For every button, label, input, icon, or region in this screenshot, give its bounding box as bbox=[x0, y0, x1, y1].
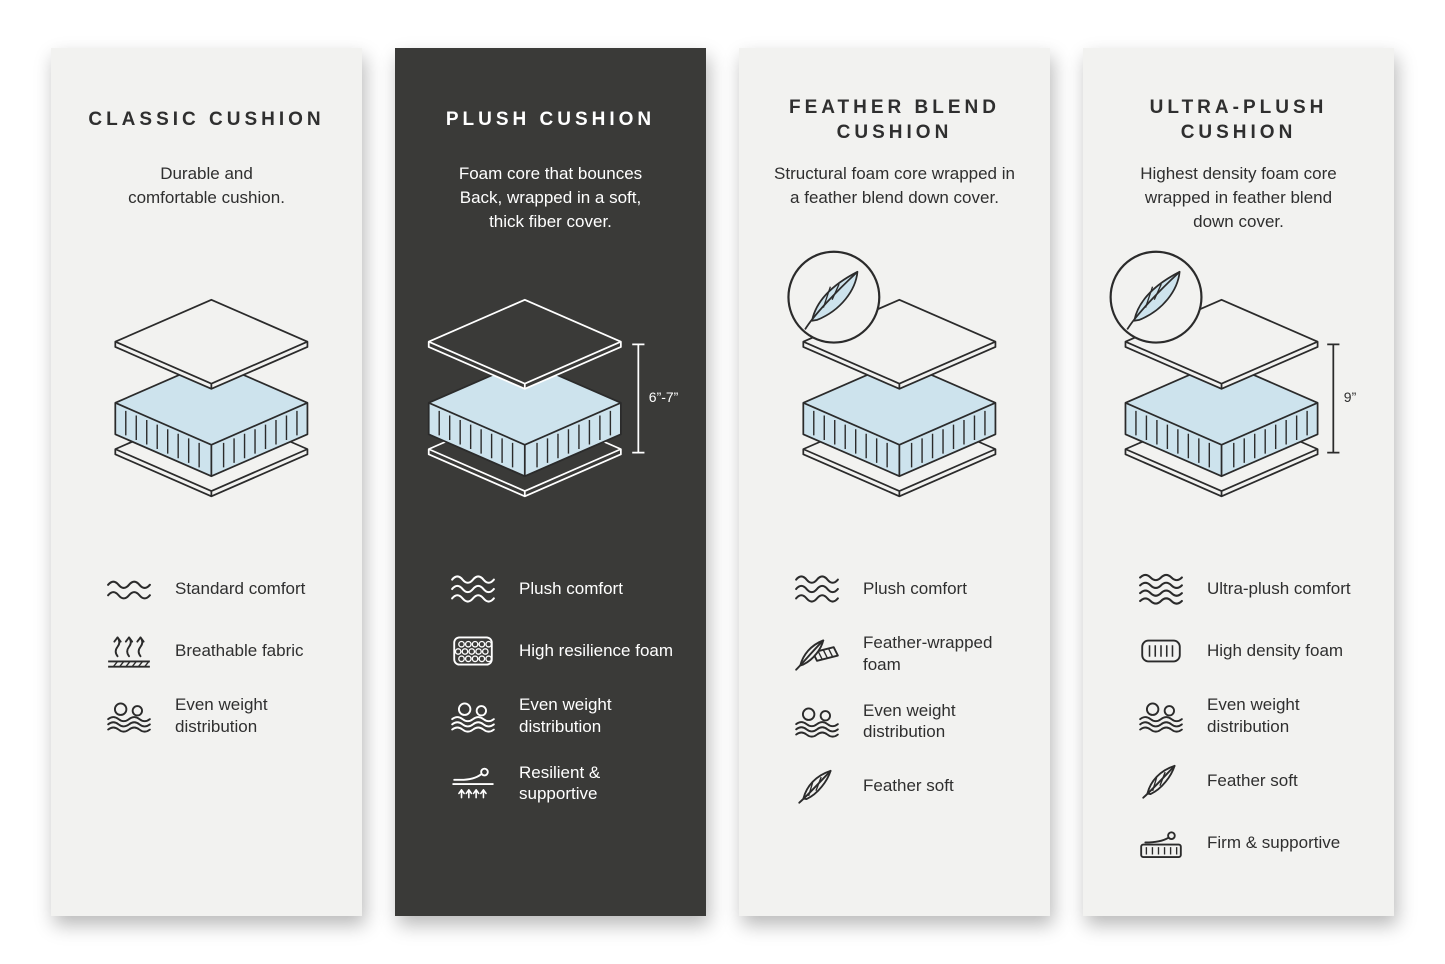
cushion-diagram bbox=[755, 250, 1035, 512]
waves-icon bbox=[449, 570, 497, 608]
feature-row: Even weight distribution bbox=[793, 700, 1026, 744]
feature-label: Ultra-plush comfort bbox=[1207, 579, 1351, 599]
resilient-supportive-icon bbox=[449, 764, 497, 802]
feature-label: Resilient & supportive bbox=[519, 762, 601, 804]
feather-badge-icon bbox=[787, 251, 879, 343]
feature-row: Even weight distribution bbox=[105, 694, 338, 738]
panel-title: PLUSH CUSHION bbox=[445, 109, 656, 131]
feature-row: Firm & supportive bbox=[1137, 824, 1370, 862]
cushion-stack-illustration bbox=[114, 299, 307, 497]
feature-row: Standard comfort bbox=[105, 570, 338, 608]
cushion-stack-illustration: 9” bbox=[1110, 251, 1356, 497]
feature-label: Even weight distribution bbox=[519, 695, 612, 736]
feature-label: Firm & supportive bbox=[1207, 832, 1341, 852]
feature-row: Even weight distribution bbox=[1137, 694, 1370, 738]
feature-label: Even weight distribution bbox=[1207, 695, 1300, 736]
panel-title: CLASSIC CUSHION bbox=[88, 109, 325, 131]
feature-label: Feather soft bbox=[863, 776, 954, 796]
panel-title: ULTRA-PLUSH CUSHION bbox=[1149, 96, 1328, 143]
feature-list: Ultra-plush comfort High density foam Ev… bbox=[1107, 570, 1370, 862]
cushion-diagram: 9” bbox=[1099, 250, 1379, 512]
feature-row: High resilience foam bbox=[449, 632, 682, 670]
waves-icon bbox=[1137, 570, 1185, 608]
feather-icon bbox=[1137, 762, 1185, 800]
feature-label: Plush comfort bbox=[519, 579, 623, 599]
feather-wrapped-foam-icon bbox=[793, 635, 841, 673]
feature-label: Standard comfort bbox=[175, 579, 306, 599]
waves-icon bbox=[793, 570, 841, 608]
feature-row: Feather-wrapped foam bbox=[793, 632, 1026, 676]
breathable-fabric-icon bbox=[105, 632, 153, 670]
panel-classic-cushion: CLASSIC CUSHION Durable and comfortable … bbox=[51, 48, 362, 916]
cushion-stack-illustration bbox=[787, 251, 995, 497]
feature-row: High density foam bbox=[1137, 632, 1370, 670]
feature-row: Plush comfort bbox=[793, 570, 1026, 608]
feature-label: High resilience foam bbox=[519, 641, 674, 661]
feature-label: Even weight distribution bbox=[863, 700, 956, 742]
resilience-foam-icon bbox=[449, 632, 497, 670]
panel-feather-blend-cushion: FEATHER BLEND CUSHION Structural foam co… bbox=[739, 48, 1050, 916]
feature-label: Breathable fabric bbox=[175, 641, 304, 661]
measurement-bracket bbox=[1326, 343, 1339, 454]
feather-icon bbox=[793, 767, 841, 805]
feature-list: Standard comfort Breathable fabric Even … bbox=[75, 570, 338, 738]
feature-row: Feather soft bbox=[1137, 762, 1370, 800]
cushion-comparison-board: CLASSIC CUSHION Durable and comfortable … bbox=[51, 48, 1394, 916]
feature-row: Plush comfort bbox=[449, 570, 682, 608]
weight-distribution-icon bbox=[449, 697, 497, 735]
feature-label: Plush comfort bbox=[863, 579, 967, 599]
feature-label: Feather-wrapped foam bbox=[863, 633, 993, 674]
panel-plush-cushion: PLUSH CUSHION Foam core that bounces Bac… bbox=[395, 48, 706, 916]
measurement-label: 6”-7” bbox=[648, 389, 678, 405]
measurement-label: 9” bbox=[1343, 389, 1356, 405]
feature-row: Even weight distribution bbox=[449, 694, 682, 738]
weight-distribution-icon bbox=[1137, 697, 1185, 735]
panel-title: FEATHER BLEND CUSHION bbox=[788, 96, 1001, 143]
feature-label: Feather soft bbox=[1207, 770, 1298, 790]
feature-row: Breathable fabric bbox=[105, 632, 338, 670]
feature-list: Plush comfort High resilience foam Even … bbox=[419, 570, 682, 805]
feature-row: Ultra-plush comfort bbox=[1137, 570, 1370, 608]
feather-badge-icon bbox=[1110, 251, 1201, 343]
cushion-diagram: 6”-7” bbox=[411, 250, 691, 512]
panel-description: Highest density foam core wrapped in fea… bbox=[1140, 164, 1337, 231]
weight-distribution-icon bbox=[793, 702, 841, 740]
cushion-diagram bbox=[67, 250, 347, 512]
feature-label: Even weight distribution bbox=[175, 695, 268, 736]
feature-row: Resilient & supportive bbox=[449, 762, 682, 806]
waves-icon bbox=[105, 570, 153, 608]
weight-distribution-icon bbox=[105, 697, 153, 735]
feature-list: Plush comfort Feather-wrapped foam Even … bbox=[763, 570, 1026, 805]
panel-description: Durable and comfortable cushion. bbox=[128, 164, 285, 207]
feature-row: Feather soft bbox=[793, 767, 1026, 805]
panel-ultra-plush-cushion: ULTRA-PLUSH CUSHION Highest density foam… bbox=[1083, 48, 1394, 916]
feature-label: High density foam bbox=[1207, 641, 1344, 661]
measurement-bracket bbox=[631, 343, 644, 454]
panel-description: Structural foam core wrapped in a feathe… bbox=[774, 164, 1015, 207]
firm-supportive-icon bbox=[1137, 824, 1185, 862]
high-density-foam-icon bbox=[1137, 632, 1185, 670]
cushion-stack-illustration: 6”-7” bbox=[428, 299, 678, 497]
panel-description: Foam core that bounces Back, wrapped in … bbox=[458, 164, 643, 231]
